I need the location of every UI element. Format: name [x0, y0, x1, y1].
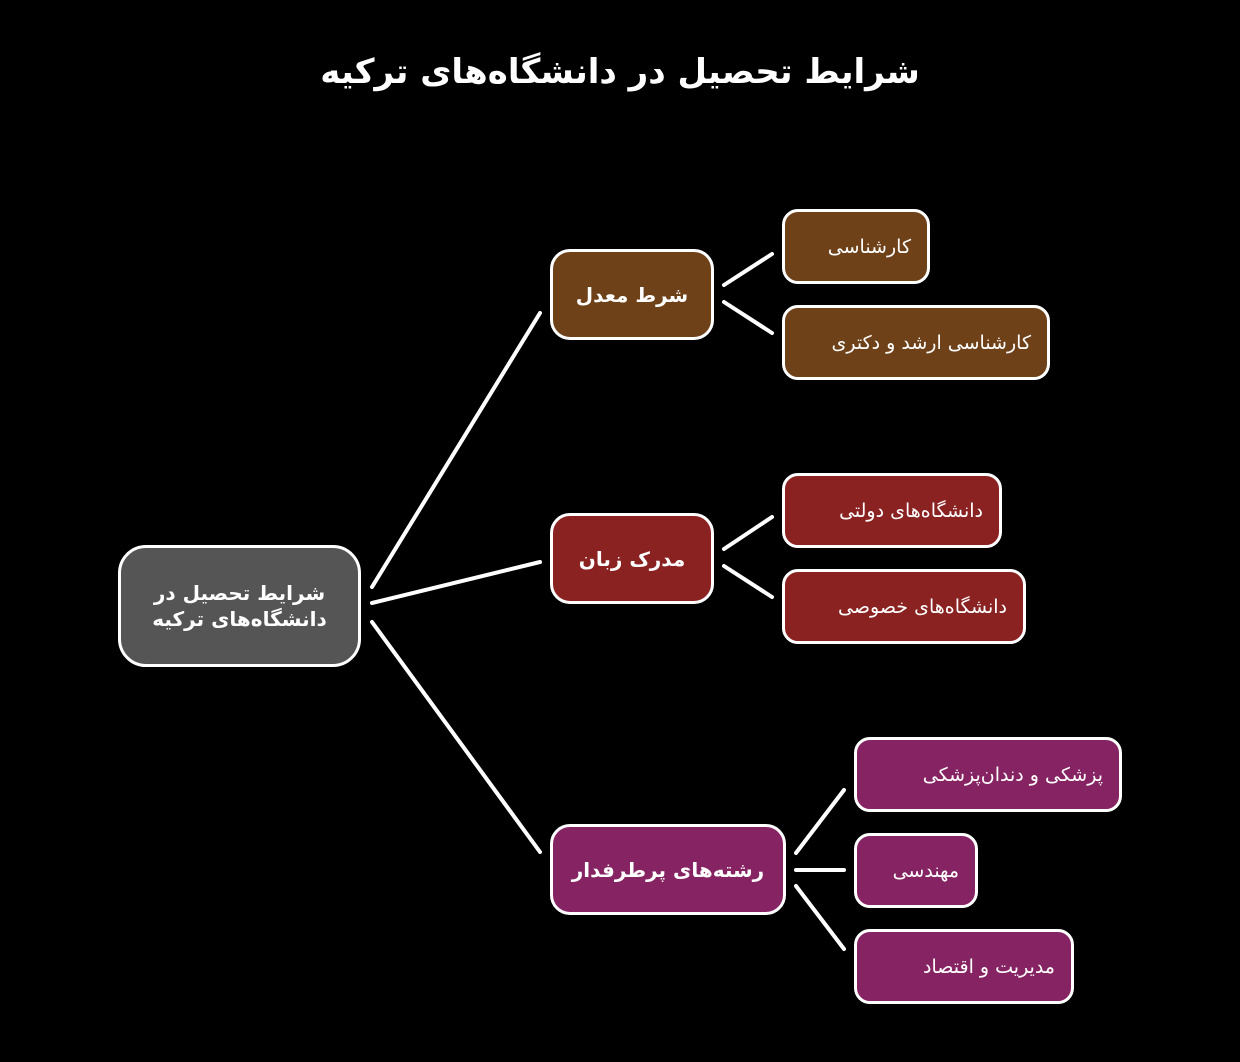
leaf-bachelor: کارشناسی	[782, 209, 930, 284]
leaf-masters-phd: کارشناسی ارشد و دکتری	[782, 305, 1050, 380]
leaf-engineering-label: مهندسی	[892, 859, 959, 882]
connector-root-gpa	[370, 311, 542, 589]
leaf-private-universities-label: دانشگاه‌های خصوصی	[838, 595, 1007, 618]
branch-language: مدرک زبان	[550, 513, 714, 604]
leaf-medicine-dentistry-label: پزشکی و دندان‌پزشکی	[922, 763, 1103, 786]
connector-fields-medicine	[794, 788, 846, 855]
leaf-medicine-dentistry: پزشکی و دندان‌پزشکی	[854, 737, 1122, 812]
connector-language-private	[722, 564, 774, 599]
leaf-masters-phd-label: کارشناسی ارشد و دکتری	[831, 331, 1031, 354]
connector-fields-management	[794, 884, 846, 951]
root-node: شرایط تحصیل در دانشگاه‌های ترکیه	[118, 545, 361, 667]
root-label: شرایط تحصیل در دانشگاه‌های ترکیه	[152, 581, 327, 631]
connector-root-fields	[370, 620, 542, 854]
connector-language-public	[722, 515, 774, 551]
leaf-engineering: مهندسی	[854, 833, 978, 908]
connector-root-language	[370, 560, 542, 605]
connector-gpa-bachelor	[722, 252, 774, 287]
leaf-public-universities: دانشگاه‌های دولتی	[782, 473, 1002, 548]
branch-gpa-label: شرط معدل	[575, 282, 689, 307]
branch-gpa: شرط معدل	[550, 249, 714, 340]
branch-popular-fields: رشته‌های پرطرفدار	[550, 824, 786, 915]
connector-gpa-graduate	[722, 300, 774, 335]
leaf-management-economics: مدیریت و اقتصاد	[854, 929, 1074, 1004]
branch-language-label: مدرک زبان	[578, 546, 686, 571]
leaf-management-economics-label: مدیریت و اقتصاد	[923, 955, 1055, 978]
leaf-bachelor-label: کارشناسی	[827, 235, 911, 258]
branch-popular-fields-label: رشته‌های پرطرفدار	[571, 857, 765, 882]
diagram-title: شرایط تحصیل در دانشگاه‌های ترکیه	[320, 52, 920, 92]
leaf-private-universities: دانشگاه‌های خصوصی	[782, 569, 1026, 644]
leaf-public-universities-label: دانشگاه‌های دولتی	[839, 499, 983, 522]
